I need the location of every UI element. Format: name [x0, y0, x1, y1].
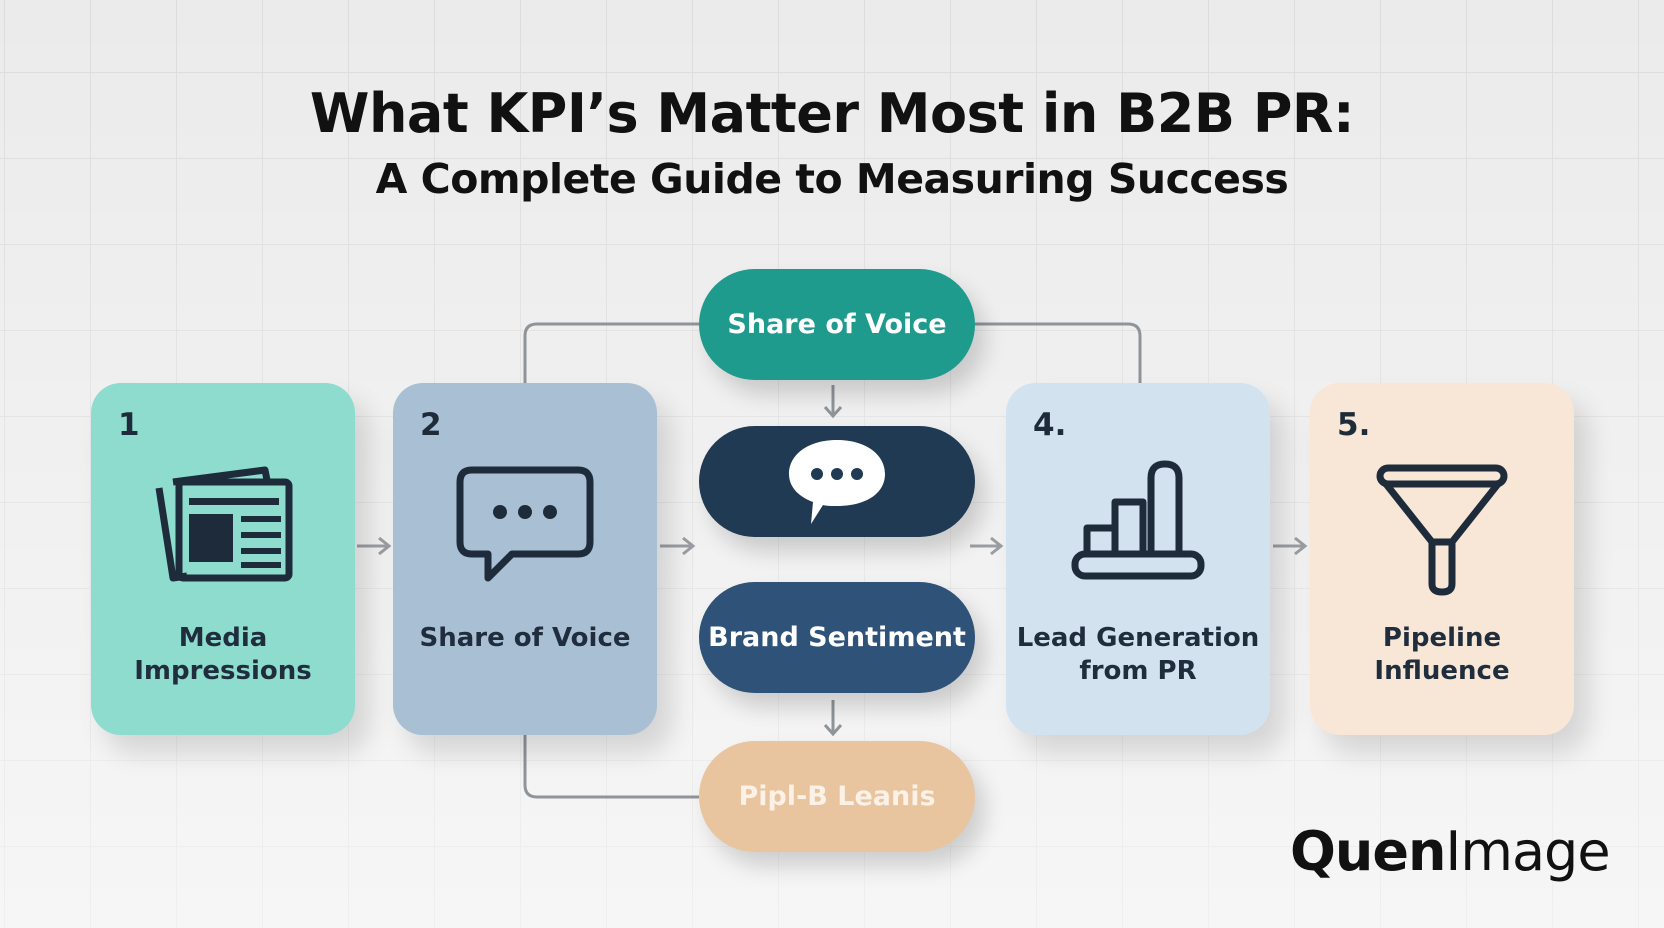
card-label: Share of Voice [419, 623, 631, 653]
right-arrow-2 [660, 536, 696, 556]
watermark-regular-text: Image [1445, 820, 1610, 883]
right-arrow-4 [1273, 536, 1308, 556]
kpi-card-lead-generation: 4. Lead Generation from PR [1006, 383, 1270, 735]
card-number: 2 [420, 407, 442, 443]
card-number: 1 [118, 407, 140, 443]
card-label: Media Impressions [134, 623, 312, 686]
card-number: 5. [1337, 407, 1371, 443]
funnel-icon [1376, 464, 1508, 596]
chat-pill [699, 426, 975, 537]
page-subtitle: A Complete Guide to Measuring Success [375, 155, 1289, 203]
kpi-card-media-impressions: 1 Media Impressions [91, 383, 355, 735]
card-label: Lead Generation from PR [1016, 623, 1260, 686]
pipeline-leads-pill: Pipl-B Leanis [699, 741, 975, 852]
watermark-logo: QuenImage [1290, 820, 1611, 883]
watermark-bold-text: Quen [1290, 820, 1446, 883]
card-number: 4. [1033, 407, 1067, 443]
top-bracket-line-right [975, 322, 1142, 383]
newspaper-icon [155, 466, 293, 582]
chat-bubble-icon [789, 439, 885, 524]
down-arrow-2 [823, 700, 843, 737]
brand-sentiment-pill: Brand Sentiment [699, 582, 975, 693]
page-title: What KPI’s Matter Most in B2B PR: [309, 82, 1355, 145]
right-arrow-1 [357, 536, 392, 556]
speech-bubble-icon [456, 466, 594, 582]
card-label: Pipeline Influence [1374, 623, 1510, 686]
share-of-voice-pill: Share of Voice [699, 269, 975, 380]
top-bracket-line [523, 322, 699, 383]
kpi-card-pipeline-influence: 5. Pipeline Influence [1310, 383, 1574, 735]
down-arrow-1 [823, 385, 843, 419]
bottom-bracket-line [523, 735, 699, 799]
bar-chart-icon [1071, 460, 1205, 580]
right-arrow-3 [970, 536, 1004, 556]
kpi-card-share-of-voice: 2 Share of Voice [393, 383, 657, 735]
